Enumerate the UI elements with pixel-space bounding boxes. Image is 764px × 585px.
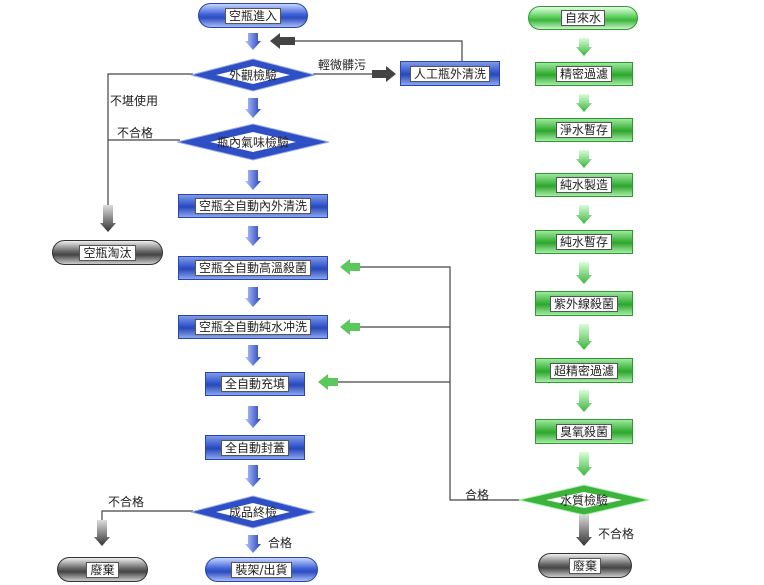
arrow-down-icon [576, 390, 592, 412]
uv-sterilize-node: 紫外線殺菌 [535, 291, 633, 316]
discard-node-left: 廢棄 [57, 557, 148, 582]
odor-check-label: 瓶內氣味檢驗 [216, 135, 290, 150]
arrow-down-icon [576, 324, 592, 350]
odor-check-diamond [176, 123, 330, 161]
arrow-down-icon [245, 345, 261, 366]
final-check-label: 成品終檢 [228, 505, 278, 520]
final-check-diamond [190, 495, 316, 529]
ultra-filter-node: 超精密過濾 [535, 358, 633, 383]
line-water-pass [360, 266, 520, 501]
pure-water-storage-node: 純水暫存 [535, 230, 633, 254]
edge-label-odor-fail: 不合格 [117, 126, 154, 140]
discard-node-right: 廢棄 [538, 553, 632, 578]
line-final-fail [101, 510, 193, 520]
arrow-down-icon [576, 38, 592, 56]
edge-label-unusable: 不堪使用 [110, 94, 159, 108]
arrow-down-icon [245, 170, 261, 190]
edge-label-final-fail: 不合格 [108, 495, 145, 509]
line-return [295, 40, 463, 61]
ship-node: 裝架/出貨 [205, 557, 318, 582]
fine-filter-node: 精密過濾 [535, 62, 633, 86]
pure-water-production-node: 純水製造 [535, 173, 633, 197]
arrow-down-icon [245, 535, 261, 553]
auto-wash-node: 空瓶全自動內外清洗 [178, 194, 328, 218]
arrow-down-icon [576, 262, 592, 284]
line-unusable [107, 73, 193, 205]
arrow-right-icon [372, 66, 396, 82]
fill-node: 全自動充填 [205, 372, 305, 396]
arrow-down-icon [245, 98, 261, 118]
arrow-down-icon [576, 150, 592, 168]
arrow-down-icon [245, 226, 261, 246]
arrow-down-icon [245, 287, 261, 307]
tap-water-node: 自來水 [528, 6, 638, 30]
reject-bottle-node: 空瓶淘汰 [52, 240, 163, 265]
manual-wash-node: 人工瓶外清洗 [400, 61, 500, 86]
arrow-down-icon [245, 33, 261, 50]
arrow-down-icon [94, 520, 110, 546]
water-quality-label: 水質檢驗 [559, 493, 609, 508]
start-node: 空瓶進入 [198, 3, 308, 28]
arrow-left-icon [340, 259, 360, 275]
clean-water-storage-node: 淨水暫存 [535, 118, 633, 142]
arrow-down-icon [576, 94, 592, 112]
arrow-left-icon [270, 33, 295, 49]
arrow-left-icon [318, 374, 338, 390]
edge-label-water-fail: 不合格 [598, 527, 635, 541]
edge-label-water-pass: 合格 [465, 488, 490, 502]
edge-label-slightly-dirty: 輕微髒污 [318, 58, 367, 72]
arrow-down-icon [245, 465, 261, 487]
arrow-down-icon [576, 514, 592, 546]
sterilize-node: 空瓶全自動高溫殺菌 [178, 256, 328, 280]
arrow-down-icon [576, 205, 592, 224]
rinse-node: 空瓶全自動純水冲洗 [178, 315, 328, 339]
ozone-sterilize-node: 臭氧殺菌 [535, 419, 633, 444]
cap-node: 全自動封蓋 [205, 435, 305, 460]
arrow-down-icon [100, 205, 116, 232]
appearance-check-diamond [190, 58, 316, 92]
appearance-check-label: 外觀檢驗 [228, 68, 278, 83]
arrow-down-icon [245, 406, 261, 428]
edge-label-final-pass: 合格 [268, 536, 293, 550]
arrow-down-icon [576, 452, 592, 476]
arrow-left-icon [340, 319, 360, 335]
water-quality-diamond [518, 484, 650, 516]
